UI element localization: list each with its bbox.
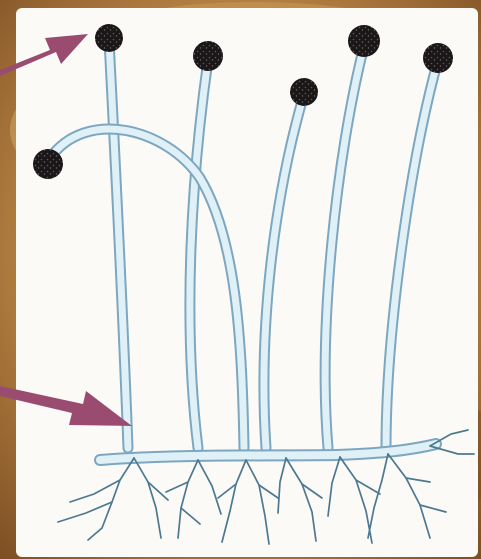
arrow-top <box>0 34 88 76</box>
arrow-bottom <box>0 386 132 426</box>
